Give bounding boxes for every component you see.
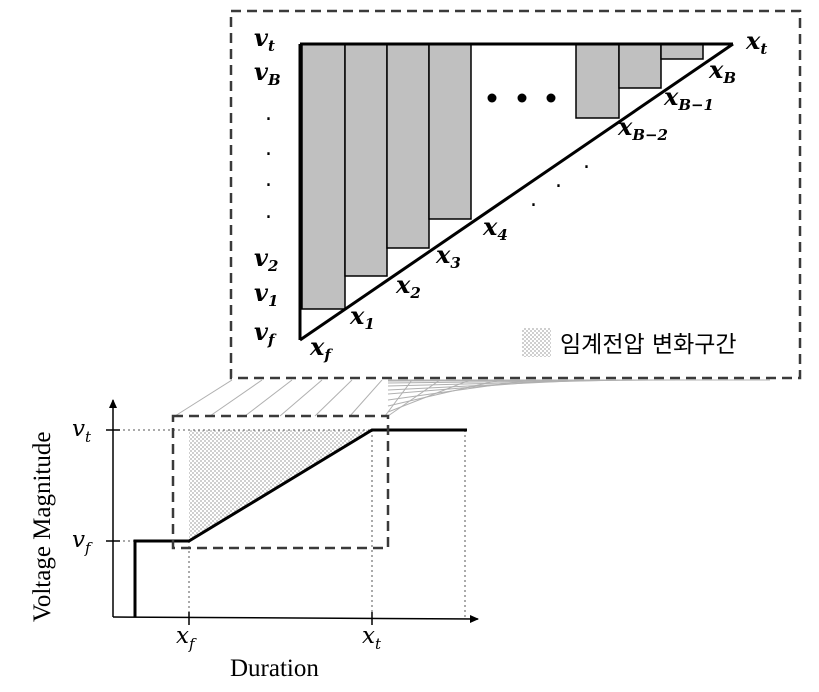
inset-bars <box>301 43 704 310</box>
voltage-profile <box>133 428 467 617</box>
zoom-box <box>171 414 390 550</box>
label-x1: x1 <box>349 301 375 333</box>
v-dot-4: . <box>265 199 272 224</box>
legend-label: 임계전압 변화구간 <box>560 332 737 358</box>
bar-3 <box>386 43 430 249</box>
ytick-vf: vf <box>72 527 93 557</box>
y-axis-title: Voltage Magnitude <box>29 432 56 622</box>
ellipsis-dots <box>487 93 556 103</box>
label-vt: vt <box>254 23 275 55</box>
x-axis-title: Duration <box>230 655 319 682</box>
projection-lines <box>174 379 770 417</box>
inset-triangle-mask <box>300 44 740 360</box>
ytick-vt: vt <box>72 416 92 446</box>
ticks <box>106 429 373 625</box>
bar-1 <box>301 43 346 310</box>
label-xf: xf <box>309 332 333 364</box>
label-x3: x3 <box>435 240 461 272</box>
label-vB: vB <box>254 57 281 89</box>
bar-4 <box>428 43 472 220</box>
x-axis <box>112 614 479 623</box>
xtick-xf: xf <box>176 623 197 653</box>
label-x4: x4 <box>482 212 508 244</box>
diag-dot-1: . <box>530 187 537 212</box>
label-xB1: xB−1 <box>663 82 714 114</box>
bar-b <box>660 43 704 60</box>
bar-b-2 <box>575 43 620 119</box>
label-v1: v1 <box>254 278 278 310</box>
diag-dot-3: . <box>583 149 590 174</box>
v-dot-2: . <box>265 136 272 161</box>
label-xt: xt <box>745 26 767 58</box>
label-v2: v2 <box>254 243 278 275</box>
legend-swatch <box>522 328 551 357</box>
guide-lines <box>113 429 466 618</box>
v-dot-3: . <box>265 167 272 192</box>
inset-triangle <box>298 42 734 342</box>
bar-2 <box>344 43 388 277</box>
label-vf: vf <box>254 317 277 349</box>
diag-dot-2: . <box>555 168 562 193</box>
bar-b-1 <box>618 43 662 89</box>
label-xB2: xB−2 <box>617 112 668 144</box>
label-x2: x2 <box>395 270 421 302</box>
xtick-xt: xt <box>362 623 382 653</box>
label-xB: xB <box>708 55 736 87</box>
v-dot-1: . <box>265 101 272 126</box>
